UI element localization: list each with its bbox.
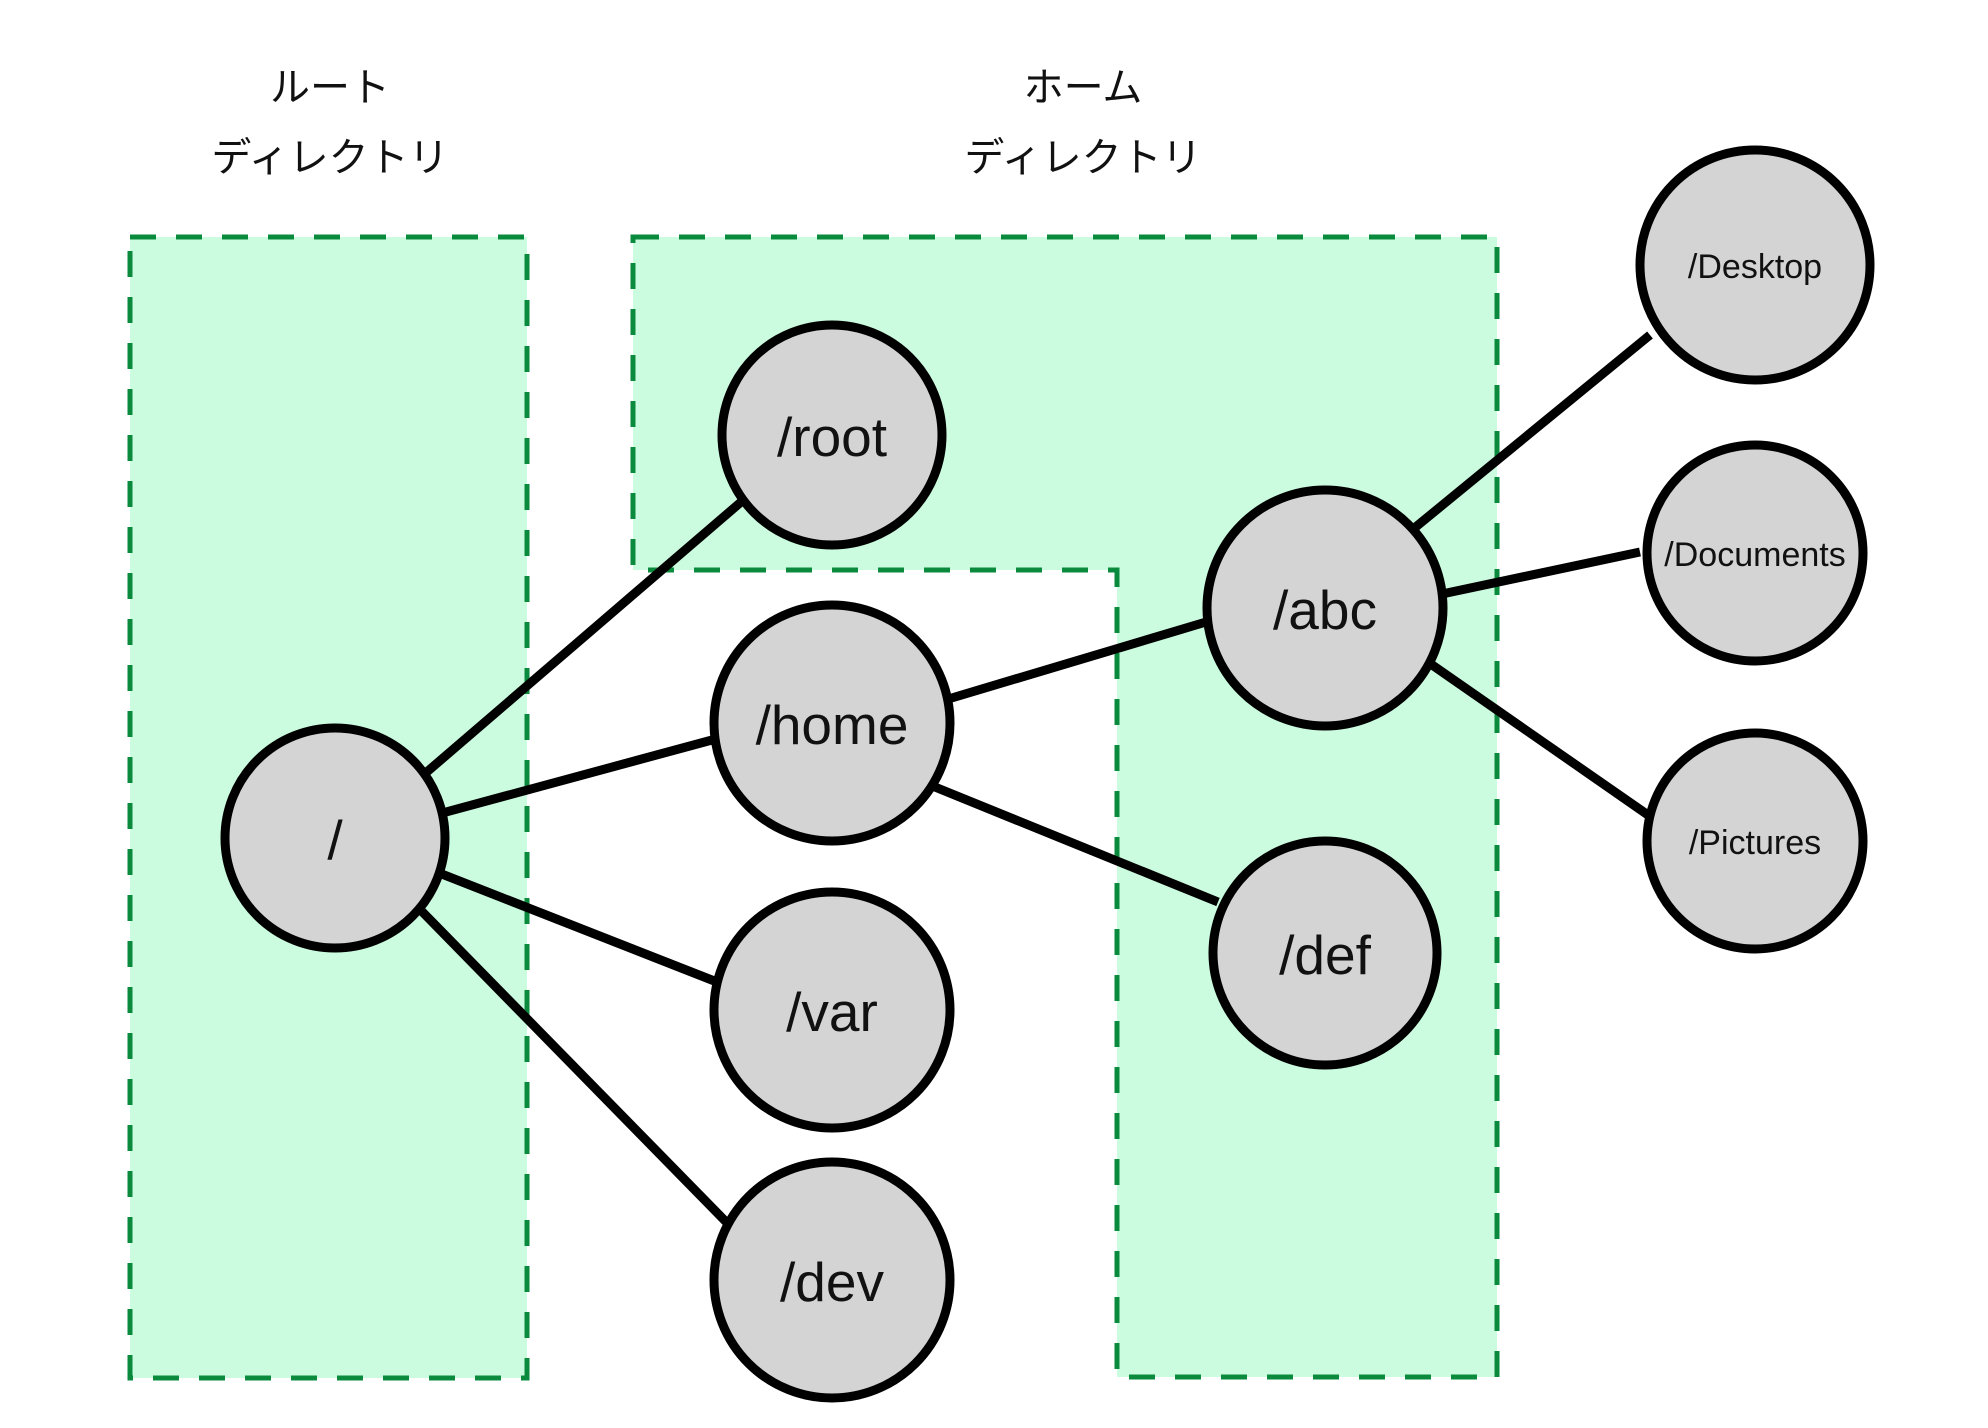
node-def[interactable]: /def [1208,836,1442,1070]
node-abc-shape[interactable] [1202,485,1448,731]
node-home-shape[interactable] [709,600,955,846]
node-root-shape[interactable] [220,723,450,953]
root-directory-caption-line2: ディレクトリ [211,136,448,180]
node-pictures-label: /Pictures [1689,824,1821,862]
node-layer: / /root/home/var/dev/abc/def/Desktop/Docu… [220,145,1875,1403]
node-dev-shape[interactable] [709,1157,955,1403]
edge-abc-to-desktop [1409,331,1653,534]
node-dev-label: /dev [780,1251,884,1313]
home-directory-caption-line2: ディレクトリ [964,136,1201,180]
node-var-label: /var [786,981,878,1043]
node-desktop[interactable]: /Desktop [1635,145,1875,385]
node-var[interactable]: /var [709,887,955,1133]
node-root-dir[interactable]: /root [717,320,947,550]
node-home[interactable]: /home [709,600,955,846]
edge-home-to-def [928,780,1220,907]
node-root-dir-shape[interactable] [717,320,947,550]
node-home-label: /home [756,694,909,756]
node-documents[interactable]: /Documents [1642,440,1868,666]
node-var-shape[interactable] [709,887,955,1133]
node-documents-shape[interactable] [1642,440,1868,666]
edge-abc-to-documents [1441,547,1641,599]
node-root-dir-label: /root [777,406,887,468]
node-pictures[interactable]: /Pictures [1642,728,1868,954]
root-directory-caption-line1: ルート [270,66,390,110]
node-pictures-shape[interactable] [1642,728,1868,954]
edge-home-to-abc [943,617,1208,705]
node-abc[interactable]: /abc [1202,485,1448,731]
node-dev[interactable]: /dev [709,1157,955,1403]
node-desktop-label: /Desktop [1688,248,1822,286]
home-directory-caption-line1: ホーム [1024,66,1143,110]
node-def-shape[interactable] [1208,836,1442,1070]
node-documents-label: /Documents [1664,536,1845,574]
group-root-directory: ルート ディレクトリ [127,66,530,1381]
node-abc-label: /abc [1273,579,1377,641]
node-desktop-shape[interactable] [1635,145,1875,385]
node-def-label: /def [1279,924,1371,986]
node-root-label: / [327,809,343,871]
node-root[interactable]: / [220,723,450,953]
edge-abc-to-pictures [1422,656,1651,819]
